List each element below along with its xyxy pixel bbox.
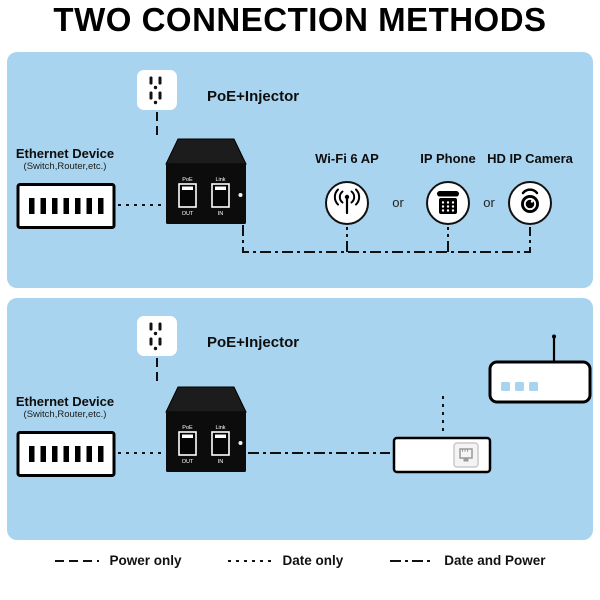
led-indicator — [238, 193, 243, 197]
camera-glyph — [521, 188, 539, 213]
ip-phone-icon — [426, 181, 470, 225]
port-left-sub: OUT — [182, 211, 194, 217]
led-indicator-2 — [238, 441, 243, 445]
injector-label-2: PoE+Injector — [207, 334, 300, 351]
port-left-label-2: PoE — [182, 425, 193, 431]
page-title: TWO CONNECTION METHODS — [53, 1, 547, 38]
ethernet-switch-icon — [16, 183, 116, 229]
wireless-router-icon — [488, 334, 592, 404]
port-right-label: Link — [215, 177, 225, 183]
port-right-label-2: Link — [215, 425, 225, 431]
injector-label-1: PoE+Injector — [207, 88, 300, 105]
endpoint-label-wifi-ap: Wi-Fi 6 AP — [315, 151, 379, 166]
dome-camera-icon — [508, 181, 552, 225]
power-outlet-icon — [137, 70, 177, 110]
poe-injector-device-1: PoE Link OUT IN — [165, 138, 247, 224]
ethernet-device-subtitle-1: (Switch,Router,etc.) — [23, 161, 107, 172]
port-left-label: PoE — [182, 177, 193, 183]
power-outlet-icon-2 — [137, 316, 177, 356]
router-lights — [501, 382, 538, 391]
rj45-port-poe-out — [178, 183, 197, 208]
port-right-sub: IN — [218, 211, 224, 217]
powered-device-box — [392, 436, 492, 474]
legend-label-data-only: Date only — [282, 553, 344, 568]
phone-glyph — [437, 191, 459, 214]
or-separator-1: or — [392, 195, 404, 210]
ethernet-switch-icon-2 — [16, 431, 116, 477]
legend: Power only Date only Date and Power — [0, 553, 600, 568]
wifi-ap-icon — [325, 181, 369, 225]
poe-injector-device-2: PoE Link OUT IN — [165, 386, 247, 472]
data-only-line-sample — [228, 559, 273, 562]
rj45-port-poe-out-2 — [178, 431, 197, 456]
power-only-line-sample — [55, 559, 100, 562]
ethernet-device-title-2: Ethernet Device — [15, 394, 115, 409]
legend-item-data-and-power: Date and Power — [389, 553, 546, 568]
data-and-power-line-sample — [390, 559, 435, 562]
rj45-port-link-in — [211, 183, 230, 208]
or-separator-2: or — [483, 195, 495, 210]
ethernet-device-title-1: Ethernet Device — [15, 146, 115, 161]
rj45-port-link-in-2 — [211, 431, 230, 456]
legend-label-power-only: Power only — [109, 553, 182, 568]
endpoint-label-hd-camera: HD IP Camera — [487, 151, 573, 166]
switch-ports — [29, 198, 104, 214]
ethernet-device-subtitle-2: (Switch,Router,etc.) — [23, 409, 107, 420]
endpoint-label-ip-phone: IP Phone — [420, 151, 476, 166]
antenna-glyph — [333, 188, 361, 215]
legend-label-data-and-power: Date and Power — [444, 553, 546, 568]
switch-ports-2 — [29, 446, 104, 462]
connection-method-2-panel — [7, 298, 593, 540]
ethernet-port-icon — [453, 442, 479, 468]
legend-item-data-only: Date only — [227, 553, 343, 568]
outlet-socket-glyph-2 — [149, 322, 162, 351]
port-left-sub-2: OUT — [182, 459, 194, 465]
legend-item-power-only: Power only — [54, 553, 181, 568]
outlet-socket-glyph — [149, 76, 162, 105]
port-right-sub-2: IN — [218, 459, 224, 465]
